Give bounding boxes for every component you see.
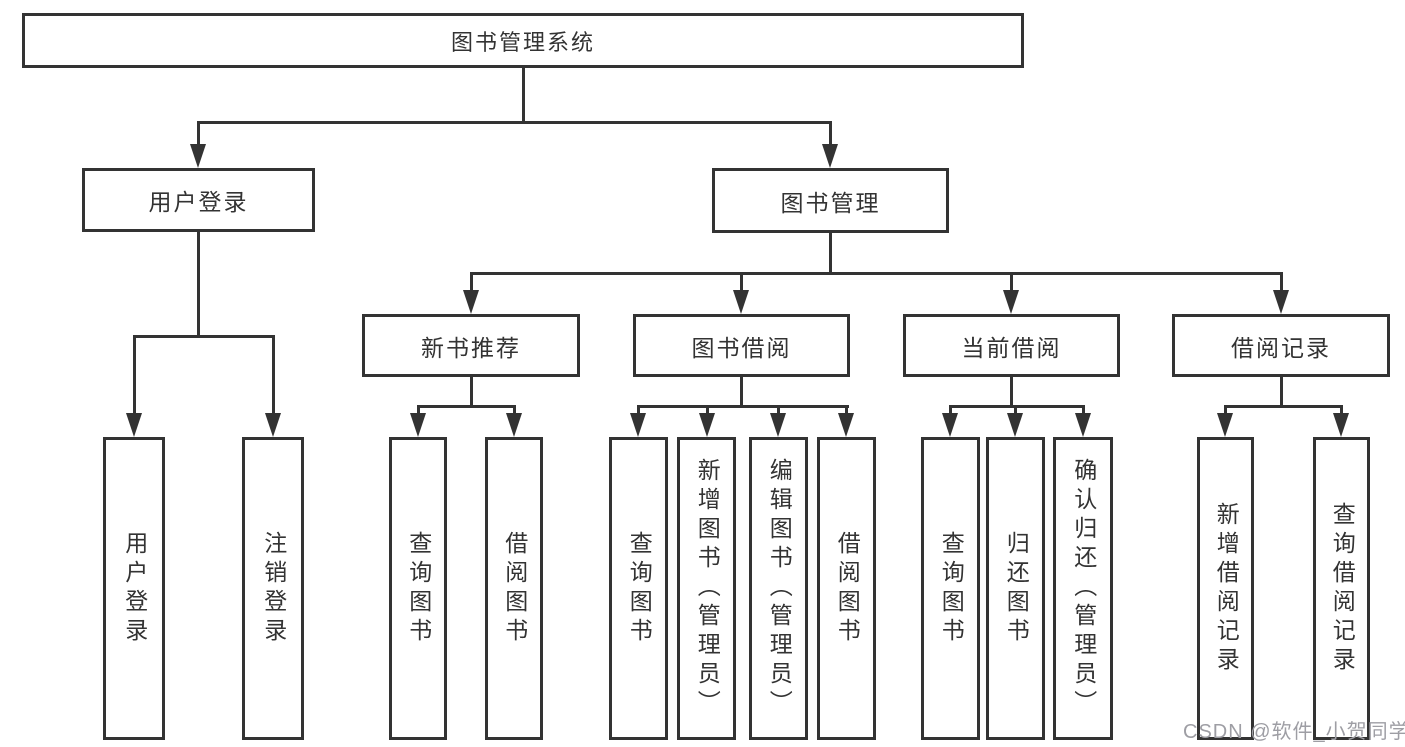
node-library-system: 图书管理系统 [22, 13, 1024, 68]
connector-user-login-stem [196, 232, 200, 335]
connector-to-book-management [828, 121, 832, 147]
leaf-query-books-2-label: 查询图书 [626, 530, 653, 647]
arrowhead-to-borrow-records [1273, 290, 1289, 314]
connector-to-leaf-borrow-1 [512, 405, 516, 415]
leaf-add-book-admin-label: 新增图书（管理员） [694, 458, 721, 719]
leaf-borrow-books-1-label: 借阅图书 [501, 530, 528, 647]
node-library-system-label: 图书管理系统 [450, 29, 595, 55]
leaf-edit-book-admin-label: 编辑图书（管理员） [766, 458, 793, 719]
leaf-query-books-2: 查询图书 [609, 437, 668, 740]
connector-to-new-book [469, 272, 473, 292]
connector-book-management-stem [828, 233, 832, 272]
connector-new-book-split [416, 405, 516, 408]
node-current-borrow: 当前借阅 [903, 314, 1120, 377]
arrowhead-to-leaf-query-record [1333, 413, 1349, 437]
connector-to-leaf-return [1013, 405, 1017, 415]
node-borrow-records-label: 借阅记录 [1231, 334, 1331, 361]
arrowhead-to-leaf-borrow-1 [506, 413, 522, 437]
csdn-watermark: CSDN @软件_小贺同学 [1183, 721, 1405, 743]
leaf-query-borrow-record-label: 查询借阅记录 [1329, 501, 1356, 676]
leaf-logout-label: 注销登录 [260, 530, 287, 647]
leaf-borrow-books-2: 借阅图书 [817, 437, 876, 740]
node-current-borrow-label: 当前借阅 [961, 334, 1062, 361]
leaf-confirm-return-admin-label: 确认归还（管理员） [1070, 458, 1097, 719]
arrowhead-to-leaf-edit-book [770, 413, 786, 437]
connector-to-leaf-query-3 [948, 405, 952, 415]
leaf-add-book-admin: 新增图书（管理员） [677, 437, 736, 740]
arrowhead-to-leaf-user-login [126, 413, 142, 437]
connector-new-book-stem [469, 377, 473, 405]
connector-to-leaf-user-login [132, 335, 136, 415]
leaf-borrow-books-2-label: 借阅图书 [834, 530, 861, 647]
connector-to-leaf-edit-book [776, 405, 780, 415]
arrowhead-to-leaf-borrow-2 [838, 413, 854, 437]
connector-root-stem [521, 68, 525, 121]
connector-to-leaf-query-record [1339, 405, 1343, 415]
leaf-edit-book-admin: 编辑图书（管理员） [749, 437, 808, 740]
node-borrow-records: 借阅记录 [1172, 314, 1390, 377]
connector-to-leaf-logout [271, 335, 275, 415]
arrowhead-to-leaf-query-2 [630, 413, 646, 437]
connector-to-leaf-add-book [705, 405, 709, 415]
leaf-user-login-label: 用户登录 [121, 530, 148, 647]
leaf-add-borrow-record-label: 新增借阅记录 [1213, 501, 1240, 676]
connector-current-borrow-stem [1009, 377, 1013, 405]
arrowhead-to-leaf-add-book [699, 413, 715, 437]
node-new-book-recommend: 新书推荐 [362, 314, 580, 377]
leaf-query-books-3: 查询图书 [921, 437, 980, 740]
connector-to-leaf-confirm-return [1081, 405, 1085, 415]
arrowhead-to-book-borrow [733, 290, 749, 314]
arrowhead-to-leaf-return [1007, 413, 1023, 437]
leaf-logout: 注销登录 [242, 437, 304, 740]
arrowhead-to-user-login [190, 144, 206, 168]
connector-root-split [196, 121, 832, 124]
connector-to-leaf-query-2 [636, 405, 640, 415]
node-user-login-label: 用户登录 [148, 189, 249, 215]
arrowhead-to-leaf-add-record [1217, 413, 1233, 437]
connector-book-management-split [469, 272, 1283, 275]
connector-to-user-login [196, 121, 200, 147]
connector-to-borrow-records [1279, 272, 1283, 292]
node-book-borrow-label: 图书借阅 [691, 334, 792, 361]
leaf-confirm-return-admin: 确认归还（管理员） [1053, 437, 1113, 740]
connector-borrow-records-stem [1279, 377, 1283, 405]
connector-to-book-borrow [739, 272, 743, 292]
node-book-borrow: 图书借阅 [633, 314, 850, 377]
arrowhead-to-leaf-confirm-return [1075, 413, 1091, 437]
arrowhead-to-leaf-query-1 [410, 413, 426, 437]
arrowhead-to-current-borrow [1003, 290, 1019, 314]
connector-to-leaf-query-1 [416, 405, 420, 415]
connector-user-login-split [132, 335, 275, 338]
arrowhead-to-book-management [822, 144, 838, 168]
connector-to-leaf-add-record [1223, 405, 1227, 415]
leaf-borrow-books-1: 借阅图书 [485, 437, 543, 740]
connector-current-borrow-split [948, 405, 1085, 408]
connector-to-current-borrow [1009, 272, 1013, 292]
connector-book-borrow-split [636, 405, 849, 408]
arrowhead-to-leaf-query-3 [942, 413, 958, 437]
node-book-management: 图书管理 [712, 168, 949, 233]
connector-to-leaf-borrow-2 [844, 405, 848, 415]
leaf-query-books-3-label: 查询图书 [938, 530, 965, 647]
connector-borrow-records-split [1223, 405, 1343, 408]
leaf-user-login: 用户登录 [103, 437, 165, 740]
arrowhead-to-leaf-logout [265, 413, 281, 437]
leaf-query-borrow-record: 查询借阅记录 [1313, 437, 1370, 740]
leaf-query-books-1-label: 查询图书 [405, 530, 432, 647]
node-new-book-recommend-label: 新书推荐 [421, 334, 521, 361]
arrowhead-to-new-book [463, 290, 479, 314]
leaf-add-borrow-record: 新增借阅记录 [1197, 437, 1254, 740]
leaf-return-books: 归还图书 [986, 437, 1045, 740]
connector-book-borrow-stem [739, 377, 743, 405]
leaf-return-books-label: 归还图书 [1003, 530, 1030, 647]
node-book-management-label: 图书管理 [780, 189, 881, 216]
leaf-query-books-1: 查询图书 [389, 437, 447, 740]
node-user-login: 用户登录 [82, 168, 315, 232]
